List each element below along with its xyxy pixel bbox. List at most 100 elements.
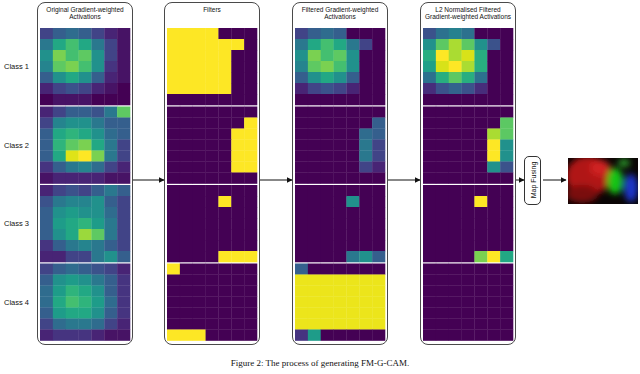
heatmap-cell (218, 83, 231, 94)
heatmap-cell (462, 162, 475, 173)
heatmap-cell (104, 83, 117, 94)
heatmap-cell (206, 240, 219, 251)
heatmap-cell (334, 185, 347, 196)
heatmap-cell (180, 140, 193, 151)
heatmap-cell (104, 39, 117, 50)
heatmap-cell (218, 151, 231, 162)
heatmap-cell (487, 173, 500, 184)
heatmap-cell (193, 129, 206, 140)
heatmap-cell (372, 162, 385, 173)
heatmap-cell (66, 196, 79, 207)
heatmap-cell (244, 173, 257, 184)
heatmap-cell (53, 39, 66, 50)
heatmap-cell (206, 308, 219, 319)
heatmap-cell (295, 162, 308, 173)
heatmap-cell (436, 72, 449, 83)
heatmap-cell (436, 229, 449, 240)
heatmap-cell (308, 118, 321, 129)
heatmap-cell (359, 218, 372, 229)
heatmap-cell (53, 251, 66, 262)
heatmap-cell (436, 330, 449, 341)
heatmap-cell (423, 83, 436, 94)
heatmap-cell (308, 286, 321, 297)
heatmap-cell (462, 185, 475, 196)
heatmap-cell (117, 173, 130, 184)
heatmap-cell (321, 83, 334, 94)
heatmap-cell (218, 196, 231, 207)
heatmap-cell (193, 275, 206, 286)
heatmap-cell (79, 28, 92, 39)
heatmap-cell (346, 39, 359, 50)
heatmap-cell (308, 196, 321, 207)
heatmap-cell (167, 72, 180, 83)
heatmap-cell (436, 129, 449, 140)
heatmap-cell (500, 162, 513, 173)
heatmap-cell (244, 185, 257, 196)
heatmap-cell (40, 218, 53, 229)
heatmap-cell (359, 83, 372, 94)
heatmap-cell (117, 61, 130, 72)
heatmap-cell (180, 240, 193, 251)
heatmap-cell (436, 39, 449, 50)
heatmap-cell (218, 297, 231, 308)
heatmap-cell (79, 264, 92, 275)
heatmap-cell (104, 297, 117, 308)
heatmap-cell (372, 330, 385, 341)
heatmap-cell (231, 251, 244, 262)
heatmap-cell (206, 162, 219, 173)
heatmap-cell (436, 173, 449, 184)
heatmap-cell (500, 308, 513, 319)
heatmap-cell (423, 50, 436, 61)
heatmap-cell (372, 308, 385, 319)
heatmap-cell (91, 308, 104, 319)
heatmap-cell (117, 218, 130, 229)
heatmap-cell (218, 94, 231, 105)
heatmap-cell (449, 151, 462, 162)
heatmap-cell (346, 50, 359, 61)
heatmap-cell (206, 297, 219, 308)
heatmap-cell (500, 297, 513, 308)
heatmap-cell (91, 275, 104, 286)
heatmap-cell (436, 151, 449, 162)
heatmap-cell (359, 196, 372, 207)
heatmap-cell (40, 162, 53, 173)
heatmap-cell (53, 118, 66, 129)
heatmap-cell (167, 50, 180, 61)
heatmap-cell (117, 229, 130, 240)
heatmap-cell (308, 308, 321, 319)
heatmap-cell (40, 61, 53, 72)
heatmap-cell (53, 264, 66, 275)
heatmap-cell (359, 207, 372, 218)
arrow-to-image (543, 180, 566, 181)
heatmap-cell (359, 61, 372, 72)
heatmap-cell (231, 330, 244, 341)
heatmap-cell (91, 94, 104, 105)
heatmap-cell (244, 330, 257, 341)
heatmap-cell (346, 297, 359, 308)
heatmap-cell (372, 240, 385, 251)
row-label: Class 3 (4, 219, 29, 228)
heatmap-cell (321, 118, 334, 129)
heatmap-cell (372, 28, 385, 39)
heatmap-cell (474, 286, 487, 297)
heatmap-cell (487, 129, 500, 140)
heatmap-cell (295, 151, 308, 162)
heatmap-cell (346, 229, 359, 240)
heatmap-cell (372, 297, 385, 308)
heatmap-cell (436, 28, 449, 39)
heatmap-cell (346, 286, 359, 297)
heatmap-cell (218, 72, 231, 83)
heatmap-cell (53, 240, 66, 251)
heatmap-cell (117, 275, 130, 286)
heatmap-cell (244, 218, 257, 229)
heatmap-cell (295, 207, 308, 218)
heatmap-cell (104, 28, 117, 39)
heatmap-cell (244, 297, 257, 308)
heatmap-cell (308, 83, 321, 94)
heatmap-cell (40, 129, 53, 140)
heatmap-cell (40, 151, 53, 162)
heatmap-cell (372, 61, 385, 72)
heatmap-cell (66, 61, 79, 72)
heatmap-cell (295, 251, 308, 262)
heatmap-cell (462, 28, 475, 39)
